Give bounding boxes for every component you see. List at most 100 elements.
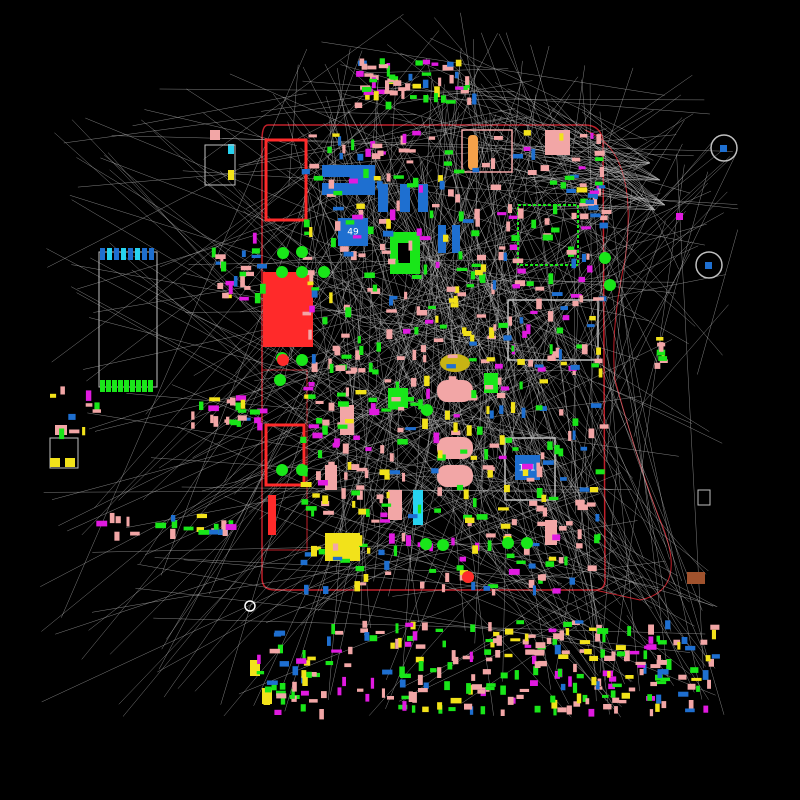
component-pad xyxy=(350,367,358,373)
component-pad xyxy=(666,659,672,670)
part-right-brown[interactable] xyxy=(687,572,705,584)
mount-hole-right-2[interactable] xyxy=(695,251,723,279)
component-pad xyxy=(412,177,419,188)
component-pad xyxy=(345,419,354,424)
component-pad xyxy=(386,65,390,77)
component-pad xyxy=(659,359,668,363)
pad-orange-top[interactable] xyxy=(468,135,478,170)
component-pad xyxy=(551,227,560,233)
component-pad xyxy=(428,305,436,309)
component-pad xyxy=(472,167,480,173)
ratsnest-line xyxy=(131,269,666,662)
pad-yellow-left-1[interactable] xyxy=(50,458,60,467)
component-pad xyxy=(365,693,370,702)
component-pad xyxy=(604,655,615,661)
component-pad xyxy=(313,175,323,181)
pad-blue-mid-1[interactable] xyxy=(438,225,446,253)
component-pad xyxy=(437,702,443,710)
component-pad xyxy=(367,547,371,554)
component-pad xyxy=(596,134,601,144)
component-pad xyxy=(257,264,267,269)
part-right-magenta[interactable] xyxy=(676,213,683,220)
pad-yellow-bottom[interactable] xyxy=(325,533,360,561)
copper-strip-left[interactable] xyxy=(268,495,276,535)
component-pad xyxy=(506,553,515,559)
component-pad xyxy=(486,533,496,538)
component-pad xyxy=(326,193,336,197)
component-pad xyxy=(705,655,711,662)
component-pad xyxy=(456,447,461,456)
component-pad xyxy=(581,253,586,262)
copper-pour-left-lower[interactable] xyxy=(264,423,306,487)
ratsnest-line xyxy=(605,162,682,241)
component-pad xyxy=(382,669,393,675)
part-top-right-frame[interactable] xyxy=(461,129,513,173)
component-pad xyxy=(389,533,395,544)
chip-u101-outline[interactable] xyxy=(504,437,556,501)
component-pad xyxy=(568,676,572,687)
component-pad xyxy=(226,399,236,404)
component-pad xyxy=(196,527,204,532)
component-pad xyxy=(559,526,567,531)
pad-yellow-left-2[interactable] xyxy=(65,458,75,467)
pad-blue-top-6[interactable] xyxy=(418,184,428,212)
component-pad xyxy=(688,700,694,709)
ratsnest-line xyxy=(277,385,627,663)
component-pad xyxy=(491,589,496,596)
component-pad xyxy=(560,477,567,481)
component-pad xyxy=(434,508,441,513)
pad-yellow-switch-1[interactable] xyxy=(228,170,234,180)
component-pad xyxy=(423,682,429,689)
copper-pour-top-left[interactable] xyxy=(264,138,308,222)
ratsnest-line xyxy=(180,190,712,425)
component-pad xyxy=(549,344,553,355)
component-pad xyxy=(302,677,308,686)
pad-pink-oval-1[interactable] xyxy=(437,380,473,402)
ratsnest-line xyxy=(238,547,601,695)
pad-pink-oval-3[interactable] xyxy=(437,465,473,487)
component-pad xyxy=(496,635,502,646)
part-top-left-switch[interactable] xyxy=(204,144,236,186)
component-pad xyxy=(569,577,575,585)
component-pad xyxy=(558,448,564,457)
ratsnest-line xyxy=(563,175,666,206)
component-pad xyxy=(415,656,424,663)
component-pad xyxy=(484,449,489,460)
component-pad xyxy=(537,366,546,372)
component-pad xyxy=(251,248,260,254)
component-pad xyxy=(635,661,646,665)
ratsnest-line xyxy=(359,178,705,246)
component-pad xyxy=(470,455,477,460)
pad-pink-switch-1[interactable] xyxy=(210,130,220,140)
pad-yellow-bottom-left-2[interactable] xyxy=(262,688,272,704)
part-right-small[interactable] xyxy=(697,489,711,506)
component-pad xyxy=(573,701,581,707)
component-pad xyxy=(523,130,531,136)
round-pad xyxy=(276,464,288,476)
component-pad xyxy=(566,705,572,715)
component-pad xyxy=(323,510,334,515)
ratsnest-line xyxy=(202,416,476,492)
ratsnest-line xyxy=(336,310,463,363)
component-pad xyxy=(588,205,599,211)
pad-green-mid-2[interactable] xyxy=(484,373,498,393)
pad-blue-top-4[interactable] xyxy=(378,184,388,212)
component-pad xyxy=(451,430,461,435)
pad-pink-top-right[interactable] xyxy=(545,130,570,155)
mount-hole-right-1[interactable] xyxy=(710,134,738,162)
pad-blue-mid-2[interactable] xyxy=(452,225,460,253)
round-pad xyxy=(420,538,432,550)
copper-pour-connector[interactable] xyxy=(263,272,313,347)
pad-cyan-2[interactable] xyxy=(228,144,234,154)
ratsnest-line xyxy=(328,286,505,312)
pad-yellow-bottom-left-1[interactable] xyxy=(250,660,260,676)
component-pad xyxy=(456,565,464,571)
ratsnest-line xyxy=(426,93,603,454)
component-pad xyxy=(322,425,328,435)
qfp-top-right[interactable] xyxy=(517,204,579,266)
pad-pink-tall-2[interactable] xyxy=(388,490,402,520)
component-pad xyxy=(325,661,334,666)
pad-blue-top-5[interactable] xyxy=(400,184,410,212)
component-pad xyxy=(471,582,476,591)
